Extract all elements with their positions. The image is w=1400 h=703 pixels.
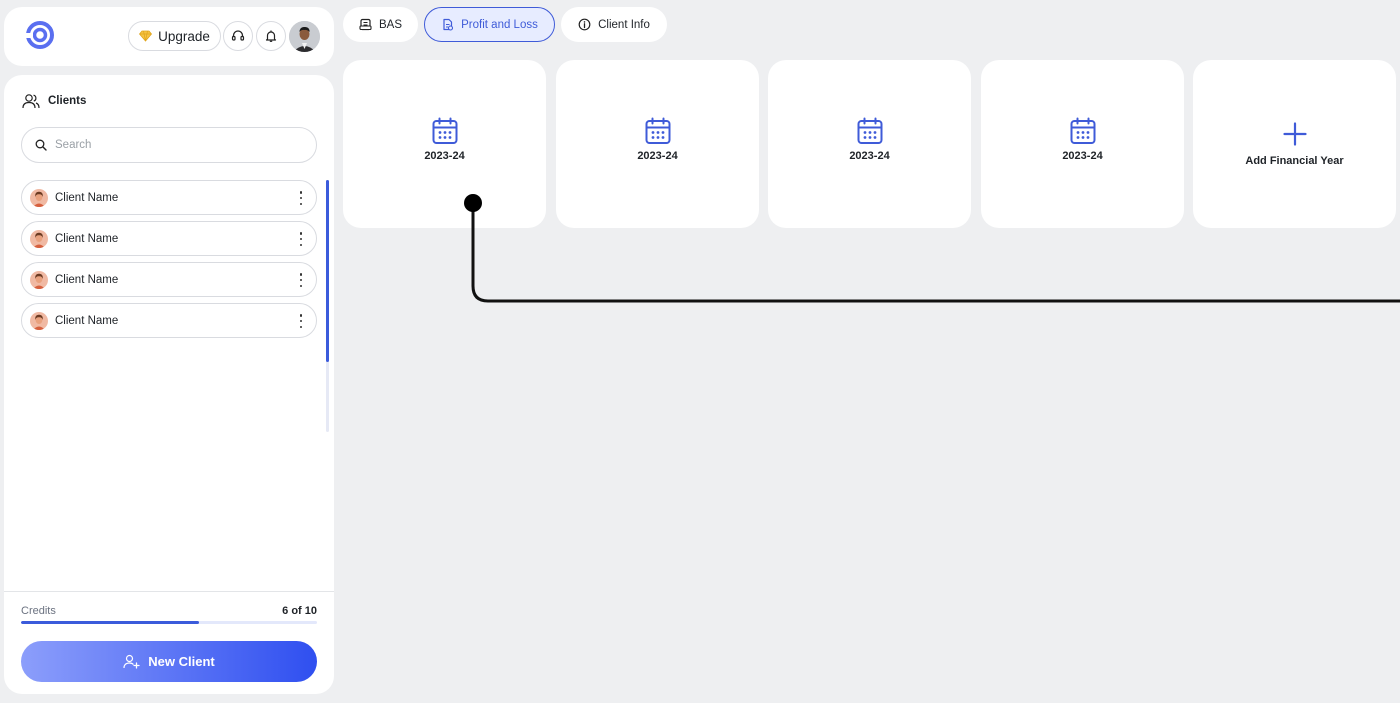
document-icon <box>359 18 372 31</box>
upgrade-label: Upgrade <box>158 28 210 44</box>
client-name: Client Name <box>55 273 119 286</box>
client-list-item[interactable]: Client Name <box>21 180 317 215</box>
year-card[interactable]: 2023-24 <box>981 60 1184 228</box>
users-icon <box>22 94 40 109</box>
tab-client-info[interactable]: Client Info <box>561 7 667 42</box>
tab-label: Client Info <box>598 18 650 31</box>
calendar-icon <box>857 117 882 144</box>
top-bar: Upgrade <box>4 7 334 66</box>
new-client-label: New Client <box>148 654 215 669</box>
year-label: 2023-24 <box>424 150 465 162</box>
year-label: 2023-24 <box>637 150 678 162</box>
client-name: Client Name <box>55 232 119 245</box>
notifications-button[interactable] <box>256 21 286 51</box>
clients-sidebar: Clients Client Name Client Name <box>4 75 334 694</box>
year-label: 2023-24 <box>849 150 890 162</box>
tab-profit-and-loss[interactable]: Profit and Loss <box>424 7 555 42</box>
calendar-icon <box>645 117 670 144</box>
more-options-icon[interactable] <box>298 232 304 246</box>
divider <box>4 591 334 592</box>
client-avatar <box>30 311 48 330</box>
more-options-icon[interactable] <box>298 314 304 328</box>
add-financial-year-label: Add Financial Year <box>1245 155 1344 167</box>
more-options-icon[interactable] <box>298 273 304 287</box>
scrollbar-thumb[interactable] <box>326 180 329 362</box>
client-name: Client Name <box>55 191 119 204</box>
bell-icon <box>265 30 277 42</box>
year-card[interactable]: 2023-24 <box>556 60 759 228</box>
tab-bas[interactable]: BAS <box>343 7 418 42</box>
year-card[interactable]: 2023-24 <box>343 60 546 228</box>
add-financial-year-card[interactable]: Add Financial Year <box>1193 60 1396 228</box>
credits-progress-fill <box>21 621 199 624</box>
client-name: Client Name <box>55 314 119 327</box>
info-icon <box>578 18 591 31</box>
new-client-button[interactable]: New Client <box>21 641 317 682</box>
user-avatar[interactable] <box>289 21 320 52</box>
clients-heading: Clients <box>22 93 86 109</box>
client-list-item[interactable]: Client Name <box>21 262 317 297</box>
calendar-icon <box>1070 117 1095 144</box>
search-icon <box>35 139 47 151</box>
client-list-item[interactable]: Client Name <box>21 303 317 338</box>
client-avatar <box>30 188 48 207</box>
client-list: Client Name Client Name Client Name Clie… <box>21 180 317 344</box>
credits-progress-bar <box>21 621 317 624</box>
report-icon <box>443 18 454 31</box>
year-card[interactable]: 2023-24 <box>768 60 971 228</box>
calendar-icon <box>432 117 457 144</box>
client-avatar <box>30 229 48 248</box>
year-label: 2023-24 <box>1062 150 1103 162</box>
search-field[interactable] <box>21 127 317 163</box>
add-user-icon <box>123 654 140 669</box>
support-button[interactable] <box>223 21 253 51</box>
client-list-item[interactable]: Client Name <box>21 221 317 256</box>
tab-label: BAS <box>378 18 402 31</box>
upgrade-button[interactable]: Upgrade <box>128 21 221 51</box>
diamond-icon <box>139 30 153 42</box>
search-input[interactable] <box>55 139 285 151</box>
more-options-icon[interactable] <box>298 191 304 205</box>
clients-title: Clients <box>48 95 87 107</box>
headset-icon <box>231 30 245 41</box>
credits-value: 6 of 10 <box>282 605 317 617</box>
plus-icon <box>1282 122 1307 146</box>
client-avatar <box>30 270 48 289</box>
tab-label: Profit and Loss <box>461 18 538 31</box>
credits-label: Credits <box>21 605 56 617</box>
app-logo[interactable] <box>24 20 56 50</box>
